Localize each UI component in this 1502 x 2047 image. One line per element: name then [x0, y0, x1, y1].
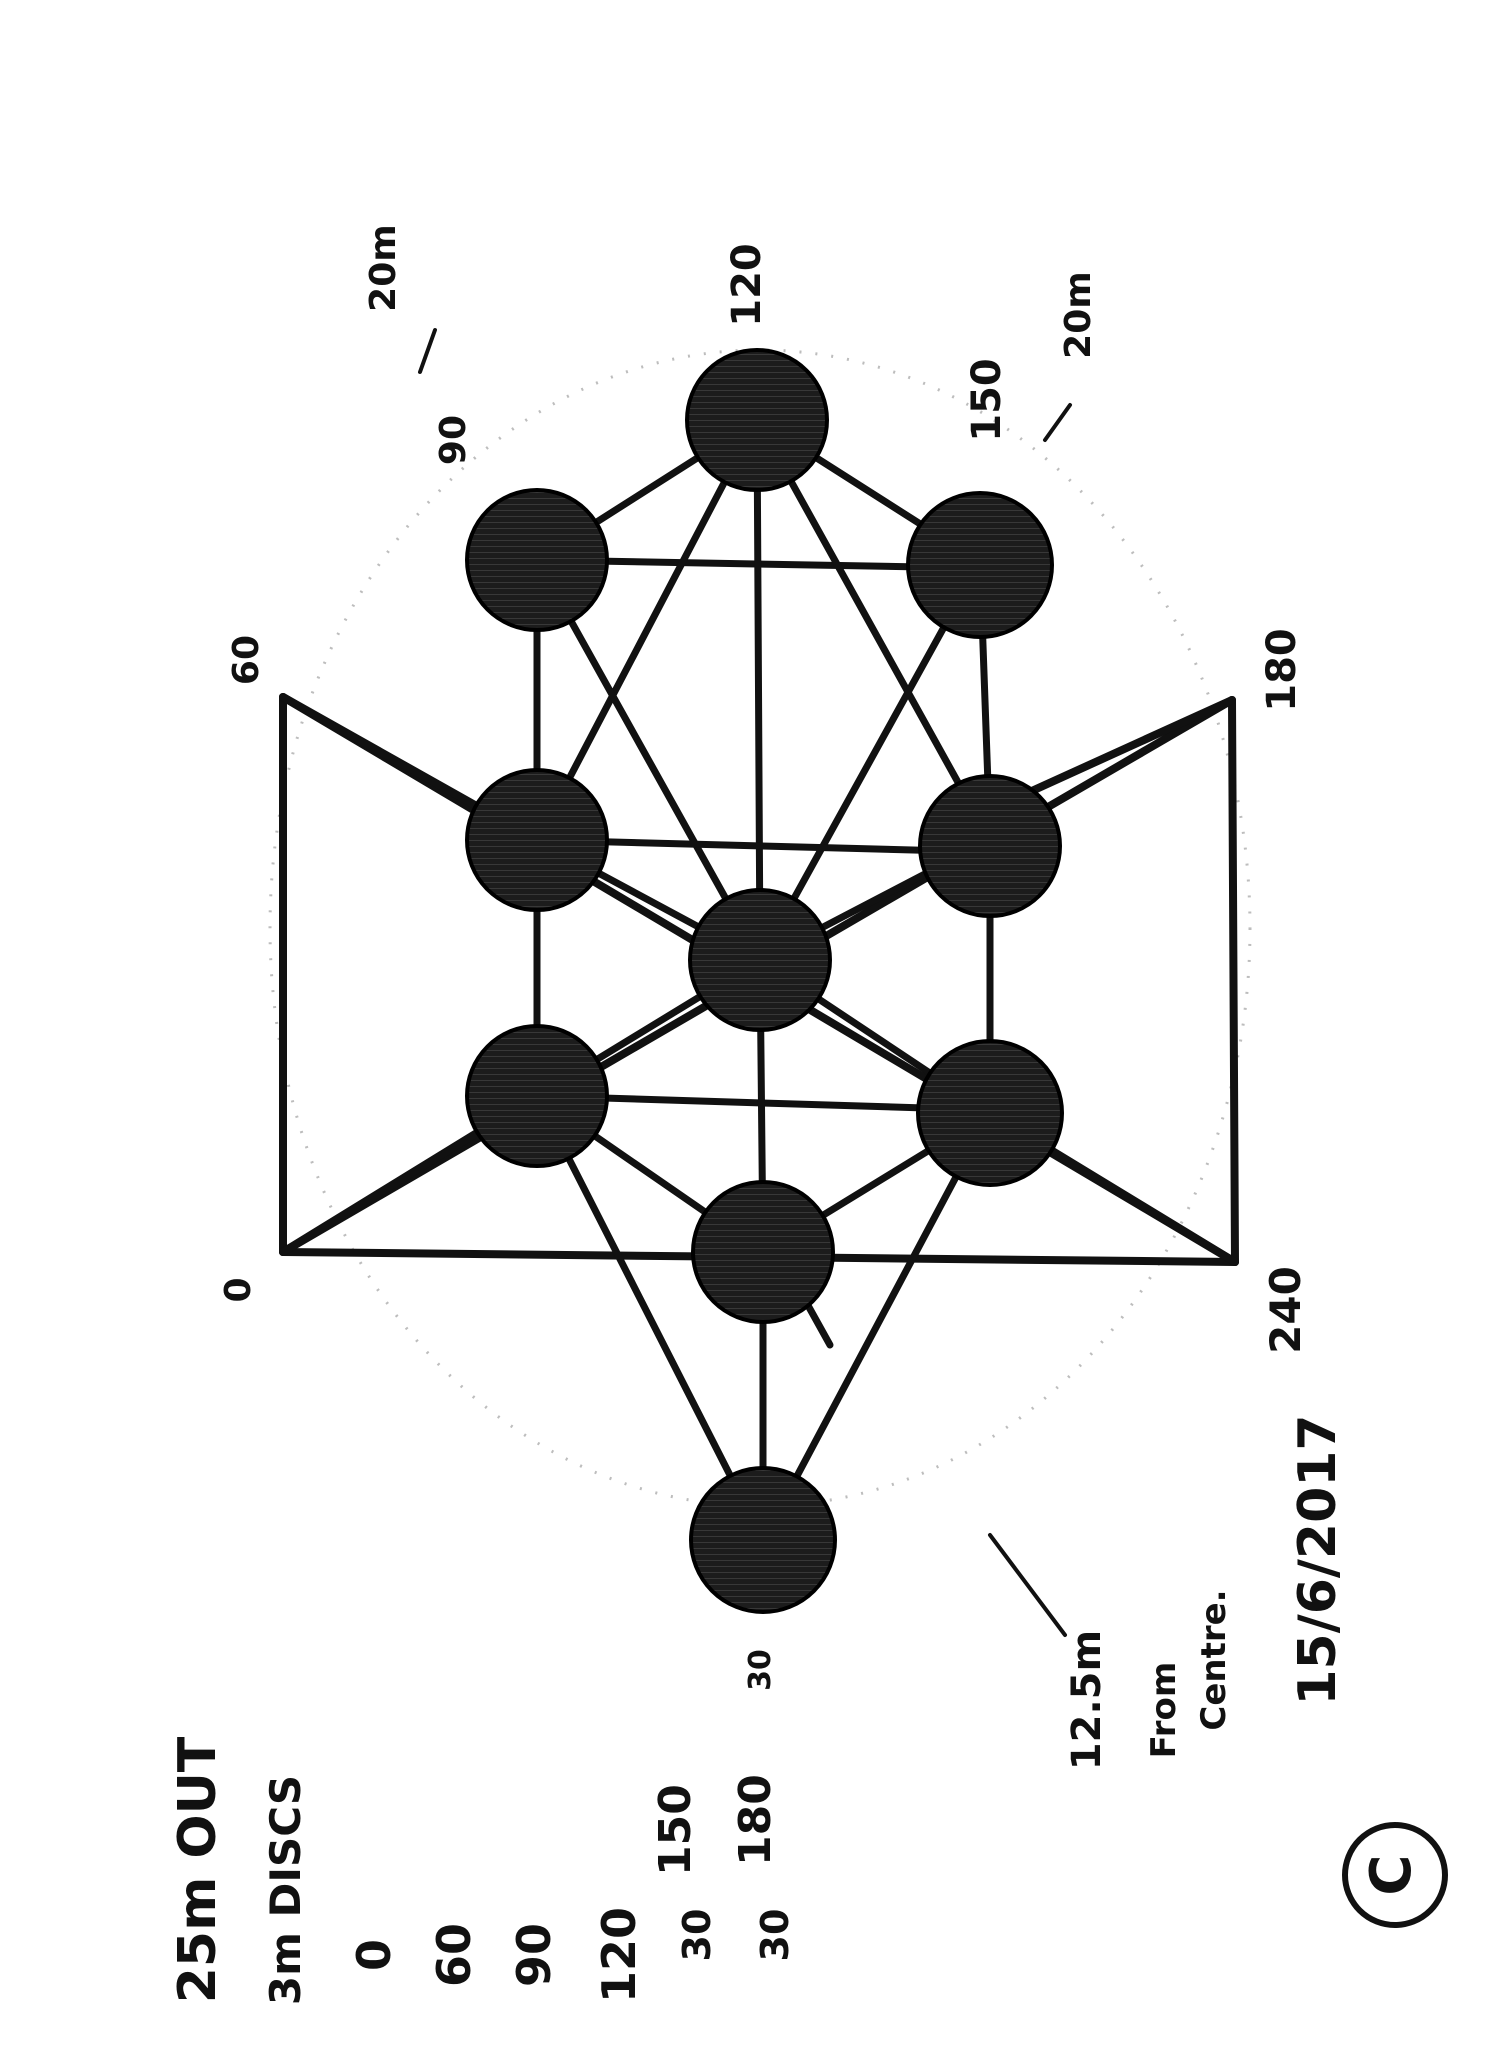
- angle-label-120: 120: [724, 243, 770, 327]
- angle-label-180: 180: [1259, 628, 1305, 712]
- note-3m-discs: 3m DISCS: [261, 1775, 310, 2005]
- note-radius-2: From: [1144, 1662, 1184, 1759]
- disc-lower-left: [465, 1024, 609, 1168]
- copyright-icon: [1342, 1822, 1448, 1928]
- discs: [465, 348, 1064, 1614]
- note-list-120: 120: [592, 1907, 646, 2003]
- disc-upper-left: [465, 488, 609, 632]
- outer-circle: [268, 348, 1252, 1508]
- dim-label-20m-a: 20m: [363, 224, 404, 312]
- disc-low-centre: [691, 1180, 835, 1324]
- disc-lower-right: [916, 1039, 1064, 1187]
- angle-label-60: 60: [226, 635, 267, 685]
- note-list-strike-a: 30: [675, 1909, 719, 1962]
- disc-top: [685, 348, 829, 492]
- disc-bottom: [689, 1466, 837, 1614]
- disc-mid-left: [465, 768, 609, 912]
- note-radius-3: Centre.: [1194, 1589, 1234, 1730]
- note-25m-out: 25m OUT: [168, 1736, 228, 2003]
- note-list-150: 150: [650, 1784, 701, 1876]
- disc-centre: [688, 888, 832, 1032]
- angle-label-30: 30: [743, 1649, 778, 1691]
- angle-label-150: 150: [964, 358, 1010, 442]
- note-list-60: 60: [427, 1923, 481, 1987]
- copyright-letter: C: [1359, 1854, 1424, 1895]
- tick-marks: [418, 328, 1072, 1637]
- disc-mid-right: [918, 774, 1062, 918]
- note-radius-1: 12.5m: [1064, 1630, 1110, 1770]
- note-list-90: 90: [507, 1923, 561, 1987]
- angle-label-240: 240: [1261, 1266, 1310, 1354]
- angle-label-0: 0: [218, 1277, 259, 1302]
- dim-label-20m-b: 20m: [1058, 271, 1099, 359]
- note-date: 15/6/2017: [1288, 1414, 1348, 1705]
- note-list-0: 0: [347, 1939, 401, 1971]
- note-list-strike-b: 30: [753, 1909, 797, 1962]
- disc-upper-right: [906, 491, 1054, 639]
- note-list-180: 180: [730, 1774, 781, 1866]
- angle-label-90: 90: [433, 415, 474, 465]
